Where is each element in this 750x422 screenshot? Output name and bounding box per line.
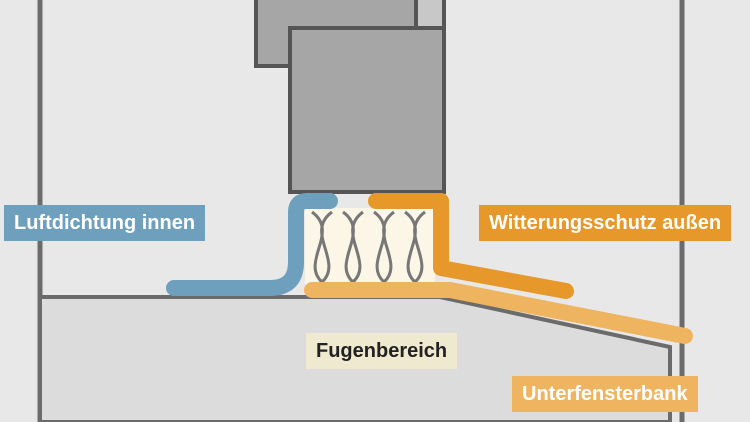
inner-seal-strip <box>166 193 338 296</box>
label-sill: Unterfensterbank <box>512 376 698 412</box>
label-weather-seal: Witterungsschutz außen <box>479 205 732 241</box>
weather-seal-strip <box>368 193 574 299</box>
frame-main <box>288 26 446 194</box>
frame-side <box>414 0 446 30</box>
label-joint-area: Fugenbereich <box>306 333 458 369</box>
label-inner-seal: Luftdichtung innen <box>4 205 206 241</box>
sill-strip <box>304 282 693 344</box>
